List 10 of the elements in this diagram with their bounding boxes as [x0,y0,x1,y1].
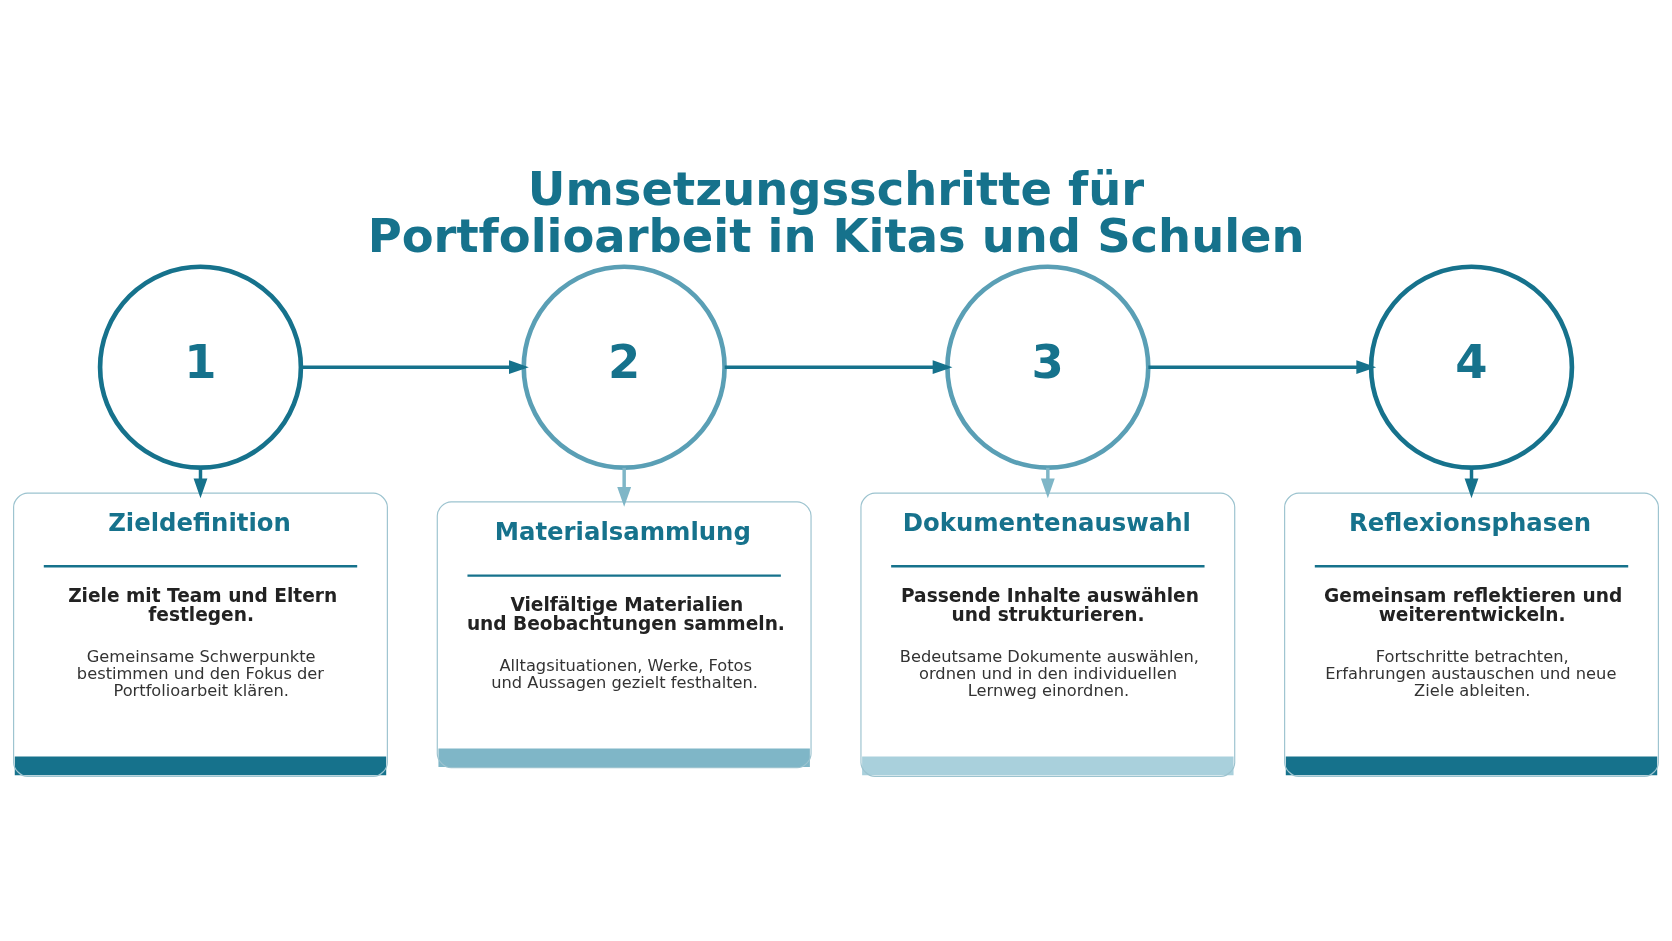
arrow [1148,360,1377,375]
arrow [1040,467,1055,499]
node-circle: 2 [521,264,727,470]
arrow [724,360,953,375]
node-circle: 1 [97,264,304,470]
arrow [617,467,632,507]
diagram-title: Umsetzungsschritte für Portfolioarbeit in Kitas und Schulen [367,162,1305,263]
node-circle: 4 [1368,264,1575,470]
arrow [301,360,529,375]
node-circle: 3 [945,264,1151,470]
